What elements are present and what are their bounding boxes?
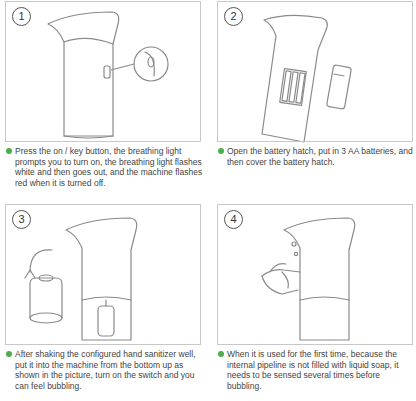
step-description: Open the battery hatch, put in 3 AA batt… xyxy=(227,146,413,167)
step-panel: 2Open the battery hatch, put in 3 AA bat… xyxy=(217,1,413,142)
step-panel: 4When it is used for the first time, bec… xyxy=(217,204,413,345)
step-description: After shaking the configured hand saniti… xyxy=(15,349,203,391)
refill-drawing xyxy=(25,218,137,340)
step-number: 4 xyxy=(224,210,243,229)
step-number: 3 xyxy=(12,210,31,229)
step-panel: 3After shaking the configured hand sanit… xyxy=(5,204,201,345)
bullet-dot xyxy=(6,148,12,154)
dispenser-drawing xyxy=(48,12,168,138)
step-description: When it is used for the first time, beca… xyxy=(227,349,413,391)
step-description: Press the on / key button, the breathing… xyxy=(15,146,203,188)
step-number: 1 xyxy=(12,7,31,26)
hand-drawing xyxy=(262,218,355,340)
bullet-dot xyxy=(218,351,224,357)
step-number: 2 xyxy=(224,7,243,26)
bullet-dot xyxy=(6,351,12,357)
bullet-dot xyxy=(218,148,224,154)
step-panel: 1Press the on / key button, the breathin… xyxy=(5,1,201,142)
battery-drawing xyxy=(262,15,352,142)
